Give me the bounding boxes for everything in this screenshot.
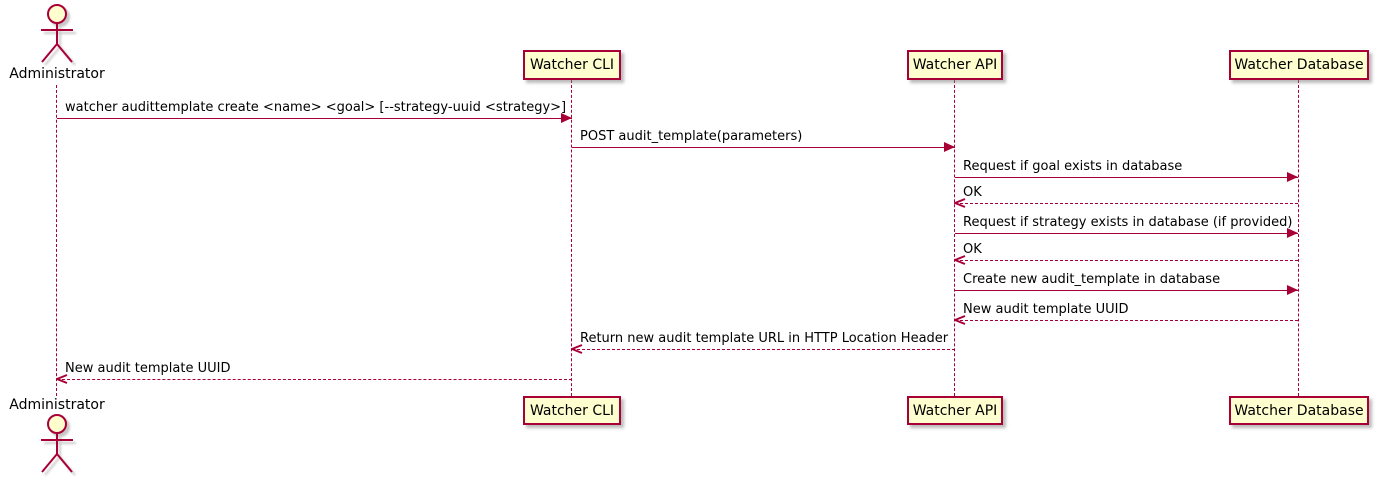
- actor-label-top: Administrator: [9, 66, 105, 82]
- arrow-head-icon: [56, 374, 68, 384]
- message-label: Create new audit_template in database: [963, 272, 1221, 287]
- message-line: [955, 203, 1298, 204]
- message-line: [57, 379, 572, 380]
- arrow-head-icon: [954, 315, 966, 325]
- message-label: watcher audittemplate create <name> <goa…: [65, 100, 567, 115]
- arrow-head-icon: [1287, 285, 1298, 295]
- participant-watcher-database-top: Watcher Database: [1229, 50, 1369, 80]
- message-label: Request if goal exists in database: [963, 159, 1183, 174]
- arrow-head-icon: [561, 113, 572, 123]
- participant-watcher-database-bottom: Watcher Database: [1229, 396, 1369, 425]
- lifeline-watcher-cli: [571, 80, 572, 396]
- message-label: Return new audit template URL in HTTP Lo…: [580, 331, 949, 346]
- message-line: [955, 177, 1298, 178]
- lifeline-watcher-api: [954, 80, 955, 396]
- message-label: New audit template UUID: [963, 302, 1129, 317]
- actor-icon: [35, 3, 79, 69]
- arrow-head-icon: [1287, 228, 1298, 238]
- participant-watcher-api-bottom: Watcher API: [907, 396, 1003, 425]
- message-line: [955, 233, 1298, 234]
- message-line: [955, 320, 1298, 321]
- participant-watcher-cli-bottom: Watcher CLI: [523, 396, 621, 425]
- message-line: [572, 349, 955, 350]
- message-label: POST audit_template(parameters): [580, 129, 803, 144]
- message-label: OK: [963, 242, 982, 257]
- arrow-head-icon: [571, 344, 583, 354]
- actor-label-bottom: Administrator: [9, 397, 105, 413]
- arrow-head-icon: [1287, 172, 1298, 182]
- message-label: OK: [963, 185, 982, 200]
- message-line: [955, 290, 1298, 291]
- participant-watcher-api-top: Watcher API: [907, 50, 1003, 80]
- arrow-head-icon: [944, 142, 955, 152]
- lifeline-watcher-database: [1298, 80, 1299, 396]
- lifeline-administrator: [56, 85, 57, 396]
- participant-watcher-cli-top: Watcher CLI: [523, 50, 621, 80]
- arrow-head-icon: [954, 255, 966, 265]
- message-label: Request if strategy exists in database (…: [963, 215, 1293, 230]
- message-line: [955, 260, 1298, 261]
- message-line: [57, 118, 572, 119]
- actor-icon: [35, 413, 79, 479]
- message-label: New audit template UUID: [65, 361, 231, 376]
- message-line: [572, 147, 955, 148]
- arrow-head-icon: [954, 198, 966, 208]
